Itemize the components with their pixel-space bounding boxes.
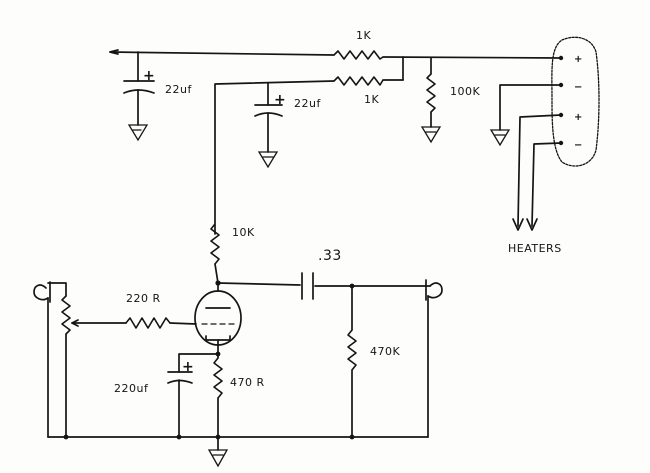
power-plug-outline — [551, 36, 600, 167]
terminal-minus-1: − — [574, 82, 582, 93]
ground-icon — [489, 129, 511, 147]
input-jack-icon — [33, 281, 51, 303]
supply-second-rail — [214, 56, 404, 235]
supply-top-rail — [109, 49, 561, 59]
resistor-470r — [213, 357, 223, 399]
capacitor-22uf-mid — [254, 82, 283, 153]
label-22uf-left: 22uf — [165, 83, 192, 96]
ground-icon — [127, 124, 149, 142]
polarity-plus-mid-cap: + — [274, 92, 286, 108]
label-1k-top: 1K — [356, 29, 371, 42]
capacitor-033-coupling — [301, 272, 314, 300]
resistor-220r — [125, 317, 171, 329]
capacitor-220uf-cathode — [167, 371, 193, 438]
label-coupling-cap: .33 — [318, 248, 342, 264]
label-220r: 220 R — [126, 292, 161, 305]
polarity-plus-cathode-cap: + — [182, 359, 194, 375]
capacitor-22uf-left — [123, 51, 155, 126]
label-220uf: 220uf — [114, 382, 149, 395]
resistor-10k — [210, 223, 220, 265]
terminal-minus-2: − — [574, 140, 582, 151]
ground-icon — [207, 449, 229, 468]
terminal-plus-2: + — [574, 112, 582, 123]
label-100k: 100K — [450, 85, 480, 98]
terminal-plus-1: + — [574, 54, 582, 65]
triode-valve-icon — [194, 282, 242, 346]
label-10k: 10K — [232, 226, 255, 239]
ground-icon — [257, 151, 279, 169]
label-22uf-mid: 22uf — [294, 97, 321, 110]
label-470r: 470 R — [230, 376, 265, 389]
label-1k-bottom: 1K — [364, 93, 379, 106]
polarity-plus-left-cap: + — [143, 68, 155, 84]
volume-potentiometer — [61, 295, 71, 335]
resistor-100k — [426, 73, 436, 113]
resistor-1k-bottom — [333, 76, 384, 86]
ground-bus — [47, 434, 429, 451]
heater-and-ground-wires — [489, 84, 562, 231]
output-jack-icon — [425, 279, 443, 301]
resistor-1k-top — [333, 50, 384, 60]
power-plug-terminals — [558, 55, 564, 146]
label-470k: 470K — [370, 345, 400, 358]
ground-icon — [420, 126, 442, 144]
label-heaters: HEATERS — [508, 242, 562, 255]
resistor-470k — [347, 329, 357, 371]
